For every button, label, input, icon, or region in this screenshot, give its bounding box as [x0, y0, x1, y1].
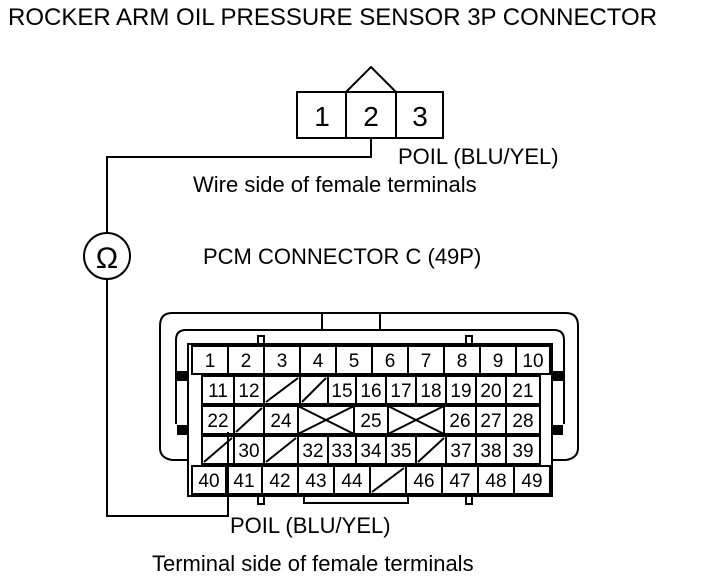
- pcm-terminal-number: 34: [360, 441, 382, 462]
- pcm-terminal-28: [505, 405, 541, 435]
- pcm-terminal-number: 48: [485, 471, 506, 492]
- pcm-terminal-21: [505, 375, 541, 405]
- ohm-icon: Ω: [96, 242, 118, 275]
- pcm-terminal-number: 19: [450, 381, 471, 402]
- pcm-terminal-numbers: 1 2 3 4 5 6 7 8 9 10 11 12 15 16 17 18 1…: [198, 351, 543, 492]
- diagram-title: ROCKER ARM OIL PRESSURE SENSOR 3P CONNEC…: [8, 4, 658, 31]
- pcm-terminal-number: 6: [385, 351, 396, 372]
- pcm-terminal-number: 38: [480, 441, 501, 462]
- pcm-cavity-slash: [203, 437, 233, 463]
- pcm-terminal-number: 26: [449, 411, 470, 432]
- sensor-connector-latch: [345, 65, 397, 93]
- pcm-shell-right: [380, 312, 579, 461]
- pcm-terminal-39: [505, 435, 541, 465]
- pcm-bottom-rail: [303, 496, 409, 504]
- pcm-terminal-10: [515, 345, 551, 375]
- pcm-terminal-number: 40: [198, 471, 219, 492]
- pcm-cavity-slash: [417, 437, 445, 463]
- pcm-terminal-number: 37: [450, 441, 471, 462]
- pcm-bottom-notch: [465, 495, 473, 505]
- ohmmeter: Ω: [83, 232, 131, 280]
- pcm-terminal-number: 28: [512, 411, 533, 432]
- pcm-terminal-number: 18: [420, 381, 441, 402]
- pcm-view-label: Terminal side of female terminals: [152, 551, 474, 576]
- pcm-wire-label: POIL (BLU/YEL): [230, 513, 391, 538]
- pcm-cavity-slash: [301, 377, 327, 403]
- test-lead-upper: [106, 138, 372, 233]
- pcm-terminal-49: [513, 465, 551, 495]
- pcm-terminal-number: 16: [360, 381, 381, 402]
- pcm-terminal-number: 8: [457, 351, 468, 372]
- pcm-terminal-number: 49: [521, 471, 542, 492]
- pcm-cavity-slash: [265, 377, 299, 403]
- pcm-lock-detent: [553, 425, 563, 435]
- pcm-connector-housing: [159, 312, 579, 505]
- pcm-terminal-number: 22: [207, 411, 228, 432]
- sensor-terminal-2: 2: [363, 101, 379, 132]
- pcm-connector-title: PCM CONNECTOR C (49P): [203, 244, 482, 269]
- pcm-terminal-number: 21: [512, 381, 533, 402]
- pcm-connector-face: [187, 343, 553, 497]
- pcm-lock-detent: [177, 425, 187, 435]
- pcm-terminal-number: 17: [390, 381, 411, 402]
- pcm-terminal-grid: [191, 345, 551, 495]
- pcm-terminal-number: 1: [205, 351, 216, 372]
- sensor-terminal-3: 3: [412, 101, 428, 132]
- pcm-terminal-number: 27: [480, 411, 501, 432]
- pcm-bottom-notch: [257, 495, 265, 505]
- pcm-terminal-number: 5: [349, 351, 360, 372]
- sensor-view-label: Wire side of female terminals: [193, 172, 477, 197]
- pcm-cavity-slash: [265, 437, 297, 463]
- pcm-terminal-number: 15: [331, 381, 352, 402]
- pcm-terminal-number: 24: [270, 411, 292, 432]
- pcm-terminal-number: 35: [390, 441, 411, 462]
- sensor-wire-label: POIL (BLU/YEL): [398, 144, 559, 169]
- pcm-terminal-number: 3: [277, 351, 288, 372]
- pcm-terminal-number: 47: [449, 471, 470, 492]
- pcm-key-notch: [465, 335, 473, 345]
- pcm-cavity-cross: [387, 405, 445, 435]
- pcm-lock-detent: [553, 371, 563, 381]
- pcm-lock-tab: [321, 312, 381, 331]
- pcm-key-notch: [257, 335, 265, 345]
- ohmmeter-circle: [83, 232, 131, 280]
- pcm-shell-left: [159, 312, 322, 461]
- pcm-terminal-number: 32: [302, 441, 323, 462]
- pcm-terminal-number: 46: [413, 471, 434, 492]
- pcm-terminal-number: 25: [360, 411, 381, 432]
- pcm-terminal-number: 12: [238, 381, 259, 402]
- pcm-terminal-number: 44: [341, 471, 363, 492]
- pcm-terminal-number: 43: [305, 471, 326, 492]
- pcm-cavity-slash: [371, 467, 405, 493]
- pcm-inner-right: [380, 329, 565, 424]
- pcm-terminal-number: 30: [238, 441, 259, 462]
- pcm-terminal-number: 42: [269, 471, 290, 492]
- pcm-terminal-number: 33: [331, 441, 352, 462]
- pcm-terminal-number: 20: [480, 381, 501, 402]
- pcm-cavity-slash: [235, 407, 263, 433]
- pcm-terminal-number: 10: [522, 351, 543, 372]
- pcm-terminal-number: 4: [313, 351, 324, 372]
- pcm-terminal-number: 11: [208, 381, 228, 402]
- sensor-terminal-1: 1: [314, 101, 330, 132]
- pcm-terminal-number: 2: [241, 351, 252, 372]
- pcm-inner-left: [175, 329, 322, 424]
- pcm-cavity-cross: [297, 405, 355, 435]
- pcm-terminal-number: 7: [421, 351, 432, 372]
- sensor-connector: 1 2 3: [296, 65, 444, 139]
- pcm-terminal-number: 9: [493, 351, 504, 372]
- pcm-lock-detent: [177, 371, 187, 381]
- pcm-terminal-number: 39: [512, 441, 533, 462]
- test-lead-lower: [106, 279, 229, 517]
- pcm-terminal-number: 41: [233, 471, 254, 492]
